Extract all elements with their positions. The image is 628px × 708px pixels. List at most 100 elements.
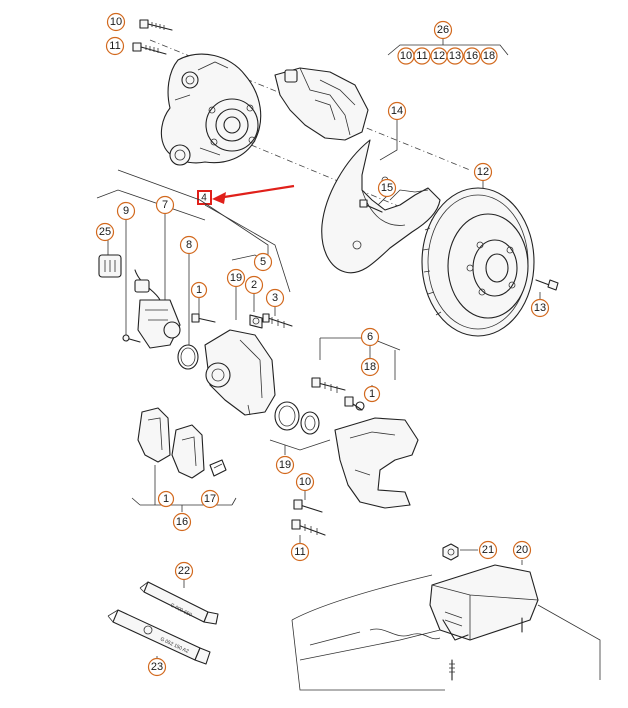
bolt-10-lower (293, 499, 323, 513)
callout-9-label: 9 (123, 205, 129, 217)
callout-1-middle-label: 1 (369, 388, 375, 400)
leader-15 (377, 195, 388, 206)
parking-brake-motor (134, 269, 181, 349)
callout-16: 16 (172, 512, 192, 532)
callout-26-16-label: 16 (466, 50, 478, 62)
callout-10-lower-label: 10 (299, 476, 311, 488)
callout-12: 12 (473, 162, 493, 182)
callout-9: 9 (116, 201, 136, 221)
callout-21: 21 (478, 540, 498, 560)
bolt-11-lower (291, 519, 326, 536)
callout-11-top: 11 (105, 36, 125, 56)
screw-9 (122, 334, 141, 343)
callout-3-label: 3 (272, 292, 278, 304)
callout-26-16: 16 (463, 47, 481, 65)
callout-5-label: 5 (260, 256, 266, 268)
callout-19-lower: 19 (275, 455, 295, 475)
callout-1-upper: 1 (190, 281, 208, 299)
callout-20-label: 20 (516, 544, 528, 556)
callout-4-label: 4 (201, 193, 207, 204)
callout-11-lower-label: 11 (294, 546, 305, 558)
callout-1-middle: 1 (363, 385, 381, 403)
callout-25-label: 25 (99, 226, 111, 238)
leader-14 (379, 120, 398, 161)
callout-15-label: 15 (381, 182, 393, 194)
brake-caliper-upper (274, 67, 369, 141)
callout-20: 20 (512, 540, 532, 560)
callout-25: 25 (95, 222, 115, 242)
brake-disc (421, 187, 535, 337)
callout-17: 17 (200, 489, 220, 509)
callout-4: 4 (201, 193, 207, 204)
grease-tube-22: G 000 650 (139, 581, 219, 625)
part-25-plug (98, 254, 122, 278)
callout-18-label: 18 (364, 361, 376, 373)
leader-19b (269, 439, 331, 451)
callout-6-label: 6 (367, 331, 373, 343)
callout-10-top-label: 10 (110, 16, 122, 28)
callout-14: 14 (387, 101, 407, 121)
group-bracket-6 (319, 337, 401, 380)
callout-16-label: 16 (176, 516, 188, 528)
guide-pin-3 (262, 313, 293, 328)
callout-26-label: 26 (437, 24, 449, 36)
callout-19-upper: 19 (226, 268, 246, 288)
brake-carrier (334, 417, 419, 509)
wheel-hub-knuckle (160, 53, 262, 166)
bolt-10-top (139, 19, 173, 31)
callout-26-13: 13 (446, 47, 464, 65)
seal-ring-8 (177, 344, 199, 370)
callout-26-18-label: 18 (483, 50, 495, 62)
callout-1-lower-label: 1 (163, 493, 169, 505)
caliper-housing (204, 329, 276, 416)
callout-15: 15 (377, 178, 397, 198)
callout-26-13-label: 13 (449, 50, 461, 62)
callout-8: 8 (179, 235, 199, 255)
callout-26-11: 11 (413, 47, 431, 65)
brake-splash-shield (321, 139, 441, 274)
callout-2-label: 2 (251, 279, 257, 291)
callout-26-18: 18 (480, 47, 498, 65)
callout-8-label: 8 (186, 239, 192, 251)
callout-19-upper-label: 19 (230, 272, 242, 284)
callout-1-lower: 1 (157, 490, 175, 508)
control-unit-20 (429, 564, 539, 681)
pad-clip-17 (209, 459, 227, 477)
callout-26-10: 10 (397, 47, 415, 65)
callout-2: 2 (244, 275, 264, 295)
vehicle-floor-outline (291, 574, 601, 691)
callout-7-label: 7 (162, 199, 168, 211)
red-arrow (212, 184, 295, 204)
callout-6: 6 (360, 327, 380, 347)
bleed-valve-2 (249, 314, 263, 329)
callout-26-10-label: 10 (400, 50, 412, 62)
callout-23-label: 23 (151, 661, 163, 673)
group-bracket-26 (387, 44, 509, 56)
callout-3: 3 (265, 288, 285, 308)
callout-26: 26 (433, 20, 453, 40)
callout-7: 7 (155, 195, 175, 215)
bolt-1-upper (191, 313, 216, 323)
bolt-15 (359, 199, 383, 213)
callout-22-label: 22 (178, 565, 190, 577)
callout-17-label: 17 (204, 493, 216, 505)
callout-10-top: 10 (106, 12, 126, 32)
callout-13: 13 (530, 298, 550, 318)
callout-21-label: 21 (482, 544, 494, 556)
nut-21 (442, 543, 459, 561)
bolt-11-top (132, 42, 167, 55)
callout-5: 5 (253, 252, 273, 272)
disc-screw-13 (535, 279, 559, 291)
group-bracket-4 (96, 169, 291, 293)
callout-26-12: 12 (430, 47, 448, 65)
callout-13-label: 13 (534, 302, 546, 314)
bolt-18-group (311, 377, 346, 393)
callout-23: 23 (147, 657, 167, 677)
brake-pad-inner (137, 407, 171, 463)
callout-18: 18 (360, 357, 380, 377)
callout-26-11-label: 11 (416, 50, 427, 62)
callout-10-lower: 10 (295, 472, 315, 492)
callout-26-12-label: 12 (433, 50, 445, 62)
seal-19b (274, 401, 320, 435)
callout-12-label: 12 (477, 166, 489, 178)
